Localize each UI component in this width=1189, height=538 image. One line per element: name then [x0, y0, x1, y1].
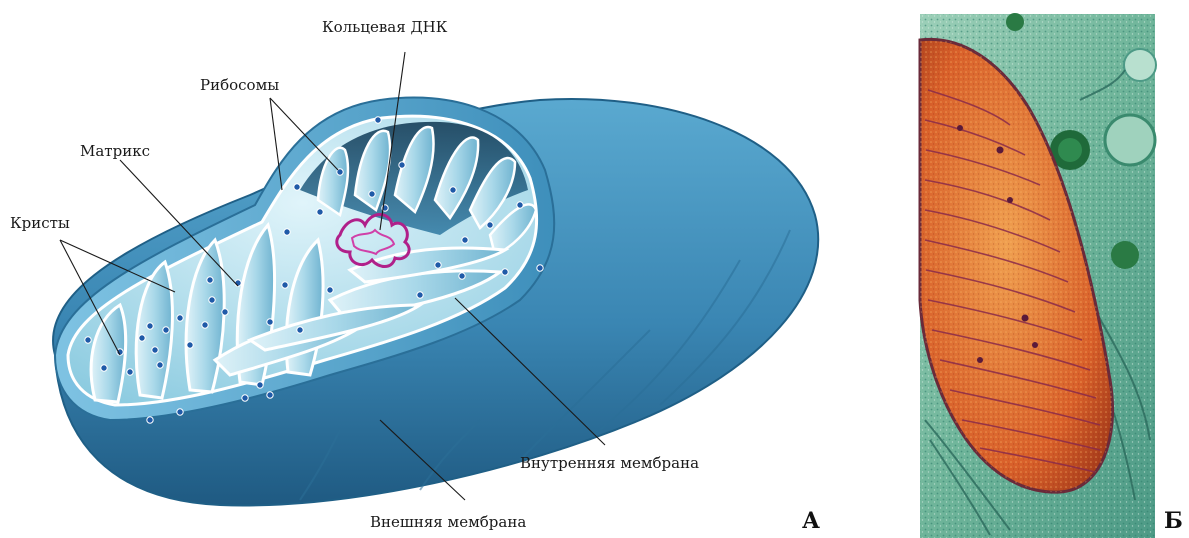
panel-letter-a: А: [802, 508, 820, 534]
label-circular-dna: Кольцевая ДНК: [322, 18, 448, 36]
label-cristae: Кристы: [10, 214, 70, 232]
label-matrix: Матрикс: [80, 142, 150, 160]
panel-letter-b: Б: [1164, 508, 1183, 534]
label-outer-membrane: Внешняя мембрана: [370, 513, 526, 531]
mitochondrion-micrograph: Б: [920, 13, 1183, 538]
label-inner-membrane: Внутренняя мембрана: [520, 454, 699, 472]
label-ribosomes: Рибосомы: [200, 76, 279, 94]
mitochondrion-diagram: Кольцевая ДНК Рибосомы Матрикс Кристы Вн…: [10, 18, 820, 534]
